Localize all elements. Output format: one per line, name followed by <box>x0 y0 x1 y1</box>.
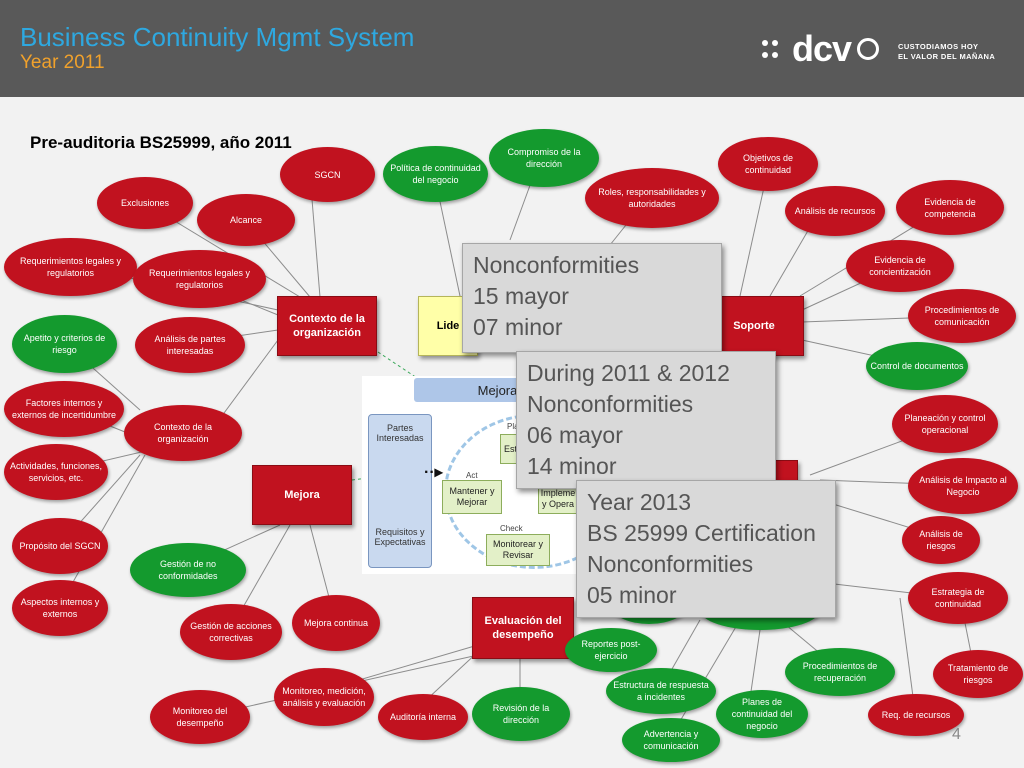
node-gestion-acciones[interactable]: Gestión de acciones correctivas <box>180 604 282 660</box>
callout-3-line-3: Nonconformities <box>587 551 754 577</box>
node-evidencia-concientizacion[interactable]: Evidencia de concientización <box>846 240 954 292</box>
node-alcance[interactable]: Alcance <box>197 194 295 246</box>
node-tratamiento[interactable]: Tratamiento de riesgos <box>933 650 1023 698</box>
pdca-arrow-icon: ··▸ <box>424 464 443 481</box>
node-monitoreo-medicion[interactable]: Monitoreo, medición, análisis y evaluaci… <box>274 668 374 726</box>
node-procedimientos-comunicacion[interactable]: Procedimientos de comunicación <box>908 289 1016 343</box>
callout-3-line-1: Year 2013 <box>587 489 692 515</box>
callout-3-line-2: BS 25999 Certification <box>587 520 816 546</box>
node-estrategia[interactable]: Estrategia de continuidad <box>908 572 1008 624</box>
box-mejora[interactable]: Mejora <box>252 465 352 525</box>
node-factores[interactable]: Factores internos y externos de incertid… <box>4 381 124 437</box>
node-advertencia[interactable]: Advertencia y comunicación <box>622 718 720 762</box>
logo-dots-icon <box>762 36 788 62</box>
node-reportes[interactable]: Reportes post-ejercicio <box>565 628 657 672</box>
header-bar: Business Continuity Mgmt System Year 201… <box>0 0 1024 97</box>
node-mejora-continua[interactable]: Mejora continua <box>292 595 380 651</box>
section-heading: Pre-auditoria BS25999, año 2011 <box>30 133 292 152</box>
slide-subtitle: Year 2011 <box>20 52 105 73</box>
node-roles[interactable]: Roles, responsabilidades y autoridades <box>585 168 719 228</box>
node-req-legales-1[interactable]: Requerimientos legales y regulatorios <box>4 238 137 296</box>
slide-title: Business Continuity Mgmt System <box>20 22 415 52</box>
callout-2013-certification: Year 2013 BS 25999 Certification Nonconf… <box>576 480 836 618</box>
box-operacion-partial[interactable] <box>774 460 798 482</box>
node-analisis-impacto[interactable]: Análisis de Impacto al Negocio <box>908 458 1018 514</box>
tagline-line-1: CUSTODIAMOS HOY <box>898 42 979 51</box>
node-proposito[interactable]: Propósito del SGCN <box>12 518 108 574</box>
box-contexto[interactable]: Contexto de la organización <box>277 296 377 356</box>
callout-2-line-1: During 2011 & 2012 <box>527 360 730 386</box>
dcv-logo: dcv <box>762 28 880 69</box>
pdca-act-box: Mantener y Mejorar <box>442 480 502 514</box>
node-politica[interactable]: Política de continuidad del negocio <box>383 146 488 202</box>
callout-2-line-4: 14 minor <box>527 453 617 479</box>
callout-2-line-2: Nonconformities <box>527 391 694 417</box>
node-apetito[interactable]: Apetito y criterios de riesgo <box>12 315 117 373</box>
tagline-line-2: EL VALOR DEL MAÑANA <box>898 52 996 61</box>
callout-2-line-3: 06 mayor <box>527 422 623 448</box>
pdca-act-label: Act <box>466 471 478 480</box>
node-req-recursos[interactable]: Req. de recursos <box>868 694 964 736</box>
node-analisis-riesgos[interactable]: Análisis de riesgos <box>902 516 980 564</box>
node-exclusiones[interactable]: Exclusiones <box>97 177 193 229</box>
callout-2011-2012-nonconformities: During 2011 & 2012 Nonconformities 06 ma… <box>516 351 776 489</box>
node-planeacion[interactable]: Planeación y control operacional <box>892 395 998 453</box>
pdca-side-top: Partes Interesadas <box>376 423 424 443</box>
node-analisis-recursos[interactable]: Análisis de recursos <box>785 186 885 236</box>
page-number: 4 <box>952 726 961 743</box>
node-monitoreo-desempeno[interactable]: Monitoreo del desempeño <box>150 690 250 744</box>
node-req-legales-2[interactable]: Requerimientos legales y regulatorios <box>133 250 266 308</box>
node-control-documentos[interactable]: Control de documentos <box>866 342 968 390</box>
callout-2011-nonconformities: Nonconformities 15 mayor 07 minor <box>462 243 722 353</box>
box-evaluacion[interactable]: Evaluación del desempeño <box>472 597 574 659</box>
node-objetivos[interactable]: Objetivos de continuidad <box>718 137 818 191</box>
node-revision[interactable]: Revisión de la dirección <box>472 687 570 741</box>
node-compromiso[interactable]: Compromiso de la dirección <box>489 129 599 187</box>
node-procedimientos-recuperacion[interactable]: Procedimientos de recuperación <box>785 648 895 696</box>
pdca-check-label: Check <box>500 524 523 533</box>
callout-1-line-1: Nonconformities <box>473 252 640 278</box>
node-auditoria[interactable]: Auditoría interna <box>378 694 468 740</box>
pdca-side-panel: Partes Interesadas Requisitos y Expectat… <box>368 414 432 568</box>
node-planes[interactable]: Planes de continuidad del negocio <box>716 690 808 738</box>
node-aspectos[interactable]: Aspectos internos y externos <box>12 580 108 636</box>
node-sgcn[interactable]: SGCN <box>280 147 375 202</box>
node-gestion-no-conf[interactable]: Gestión de no conformidades <box>130 543 246 597</box>
callout-3-line-4: 05 minor <box>587 582 677 608</box>
logo-tagline: CUSTODIAMOS HOY EL VALOR DEL MAÑANA <box>898 42 995 62</box>
node-analisis-partes[interactable]: Análisis de partes interesadas <box>135 317 245 373</box>
node-estructura[interactable]: Estructura de respuesta a incidentes <box>606 668 716 714</box>
logo-circle-icon <box>857 38 880 60</box>
node-evidencia-competencia[interactable]: Evidencia de competencia <box>896 180 1004 235</box>
pdca-side-bottom: Requisitos y Expectativas <box>374 527 426 547</box>
logo-text: dcv <box>792 28 852 69</box>
callout-1-line-2: 15 mayor <box>473 283 569 309</box>
node-actividades[interactable]: Actividades, funciones, servicios, etc. <box>4 444 108 500</box>
pdca-plan-label: Plan <box>507 422 524 431</box>
pdca-check-box: Monitorear y Revisar <box>486 534 550 566</box>
node-contexto-org-2[interactable]: Contexto de la organización <box>124 405 242 461</box>
callout-1-line-3: 07 minor <box>473 314 563 340</box>
